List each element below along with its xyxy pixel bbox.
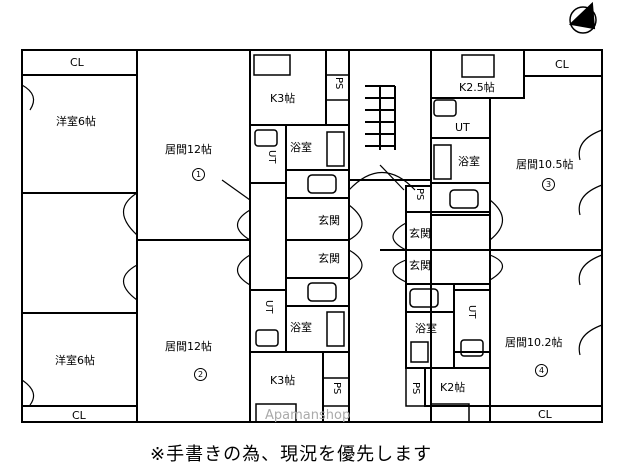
living-room-label-4: 居間10.2帖 bbox=[505, 336, 563, 349]
ps-label-3: PS bbox=[414, 188, 425, 201]
closet-label-2: CL bbox=[72, 409, 86, 422]
bath-label-4: 浴室 bbox=[415, 322, 437, 335]
ps-label-1: PS bbox=[333, 77, 344, 90]
entry-label-3: 玄関 bbox=[409, 227, 431, 240]
north-arrow-icon bbox=[568, 1, 597, 34]
ps-label-4: PS bbox=[410, 382, 421, 395]
bath-label-2: 浴室 bbox=[290, 321, 312, 334]
western-room-1 bbox=[21, 74, 138, 194]
ut-label-4: UT bbox=[466, 305, 477, 319]
closet-label-4: CL bbox=[538, 408, 552, 421]
ut-label-2: UT bbox=[263, 300, 274, 314]
western-room-label-2: 洋室6帖 bbox=[55, 354, 95, 367]
kitchen-label-1: K3帖 bbox=[270, 92, 296, 105]
entry-label-1: 玄関 bbox=[318, 214, 340, 227]
kitchen-label-4: K2帖 bbox=[440, 381, 466, 394]
ut-label-1: UT bbox=[266, 150, 277, 164]
unit-number-3: 3 bbox=[542, 178, 555, 191]
entry-label-4: 玄関 bbox=[409, 259, 431, 272]
handwritten-note: ※手書きの為、現況を優先します bbox=[150, 444, 433, 465]
western-room-label-1: 洋室6帖 bbox=[56, 115, 96, 128]
bath-label-3: 浴室 bbox=[458, 155, 480, 168]
entry-label-2: 玄関 bbox=[318, 252, 340, 265]
living-room-label-3: 居間10.5帖 bbox=[516, 158, 574, 171]
closet-label-3: CL bbox=[555, 58, 569, 71]
ut-label-3: UT bbox=[455, 121, 470, 134]
kitchen-label-2: K3帖 bbox=[270, 374, 296, 387]
bath-label-1: 浴室 bbox=[290, 141, 312, 154]
ps-label-2: PS bbox=[331, 382, 342, 395]
living-room-label-1: 居間12帖 bbox=[165, 143, 212, 156]
watermark-text: Apamanshop bbox=[265, 408, 351, 423]
kitchen-label-3: K2.5帖 bbox=[459, 81, 495, 94]
unit-number-4: 4 bbox=[535, 364, 548, 377]
unit-number-1: 1 bbox=[192, 168, 205, 181]
living-room-label-2: 居間12帖 bbox=[165, 340, 212, 353]
unit-number-2: 2 bbox=[194, 368, 207, 381]
closet-label-1: CL bbox=[70, 56, 84, 69]
